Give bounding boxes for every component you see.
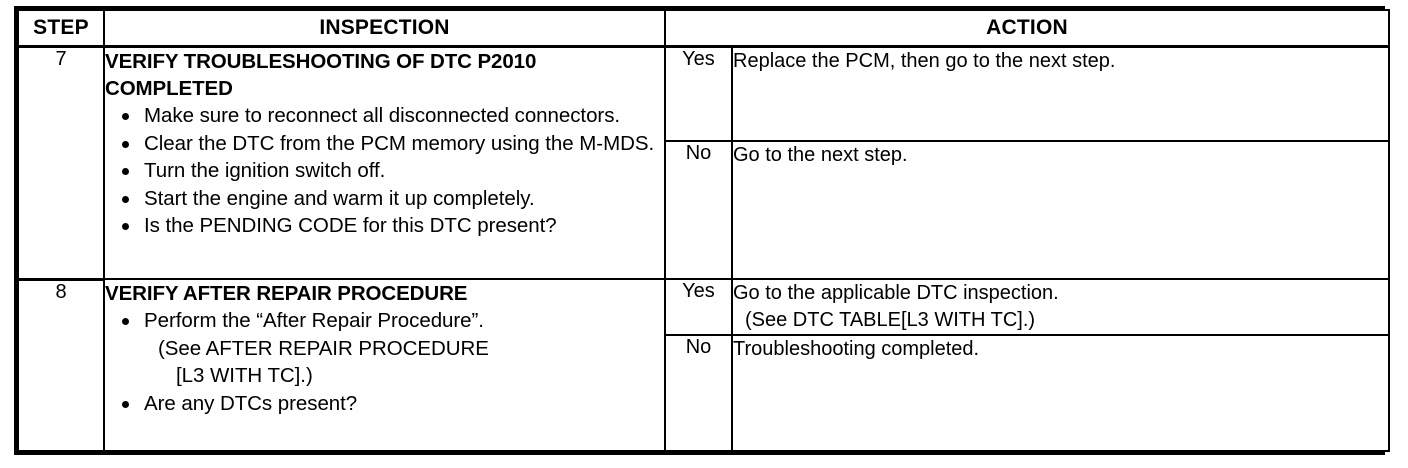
table-header-row: STEP INSPECTION ACTION [17, 9, 1391, 48]
step-number-7: 7 [17, 45, 105, 281]
action-cell-step-7-no: Go to the next step. [730, 139, 1391, 281]
list-item: Make sure to reconnect all disconnected … [105, 102, 664, 130]
bullet-dot-icon [122, 168, 129, 175]
inspection-bullet-list-step-7: Make sure to reconnect all disconnected … [105, 102, 664, 240]
inspection-title-line1: VERIFY TROUBLESHOOTING OF DTC P2010 [105, 50, 537, 73]
list-item: Start the engine and warm it up complete… [105, 185, 664, 213]
bullet-text: Clear the DTC from the PCM memory using … [144, 131, 655, 155]
bullet-text: Turn the ignition switch off. [144, 159, 386, 182]
inspection-cell-step-7: VERIFY TROUBLESHOOTING OF DTC P2010 COMP… [103, 45, 666, 281]
list-item: Are any DTCs present? [105, 390, 664, 418]
action-text-secondary: (See DTC TABLE[L3 WITH TC].) [745, 309, 1036, 332]
inspection-title-line2: COMPLETED [105, 77, 233, 100]
column-header-step: STEP [17, 9, 105, 48]
action-text: Go to the next step. [733, 144, 908, 166]
step-number-8: 8 [17, 277, 105, 452]
bullet-sub-text-2: [L3 WITH TC].) [176, 364, 313, 388]
action-cell-step-8-yes: Go to the applicable DTC inspection. (Se… [730, 278, 1391, 337]
bullet-sub-text-1: (See AFTER REPAIR PROCEDURE [158, 336, 489, 360]
action-cell-step-8-no: Troubleshooting completed. [730, 334, 1391, 452]
table-row-step-8-no: No Troubleshooting completed. [18, 334, 1391, 452]
answer-label-no: No [664, 139, 733, 281]
column-header-action: ACTION [663, 9, 1391, 48]
table-row-step-7-no: No Go to the next step. [18, 139, 1391, 281]
inspection-bullet-list-step-8: Perform the “After Repair Procedure”. (S… [105, 307, 664, 417]
action-text: Replace the PCM, then go to the next ste… [733, 50, 1116, 72]
answer-label-no: No [664, 334, 733, 452]
diagnostic-table-sheet: STEP INSPECTION ACTION 7 VERIFY TROUBLES… [14, 6, 1391, 455]
table-row-step-7-yes: 7 VERIFY TROUBLESHOOTING OF DTC P2010 CO… [17, 45, 1391, 281]
bullet-text: Perform the “After Repair Procedure”. [144, 309, 484, 333]
bullet-text: Are any DTCs present? [144, 391, 358, 415]
list-item: Perform the “After Repair Procedure”. (S… [105, 307, 664, 390]
action-text: Go to the applicable DTC inspection. [733, 282, 1059, 305]
bullet-dot-icon [122, 400, 129, 408]
table-row-step-8-yes: 8 VERIFY AFTER REPAIR PROCEDURE Perform … [17, 277, 1391, 452]
answer-label-yes: Yes [664, 45, 733, 142]
list-item: Is the PENDING CODE for this DTC present… [105, 212, 664, 240]
bullet-text: Make sure to reconnect all disconnected … [144, 104, 621, 127]
bullet-dot-icon [122, 113, 129, 120]
bullet-dot-icon [122, 140, 129, 148]
answer-label-yes: Yes [664, 278, 733, 337]
list-item: Clear the DTC from the PCM memory using … [105, 130, 664, 158]
inspection-title-line1: VERIFY AFTER REPAIR PROCEDURE [105, 282, 468, 306]
bullet-dot-icon [122, 195, 129, 203]
bullet-text: Start the engine and warm it up complete… [144, 186, 535, 210]
bullet-text: Is the PENDING CODE for this DTC present… [144, 214, 557, 237]
inspection-cell-step-8: VERIFY AFTER REPAIR PROCEDURE Perform th… [103, 278, 666, 452]
diagnostic-table: STEP INSPECTION ACTION 7 VERIFY TROUBLES… [17, 9, 1391, 452]
action-text: Troubleshooting completed. [733, 338, 980, 361]
action-cell-step-7-yes: Replace the PCM, then go to the next ste… [730, 45, 1391, 142]
bullet-dot-icon [122, 318, 129, 326]
bullet-dot-icon [122, 223, 129, 230]
list-item: Turn the ignition switch off. [105, 157, 664, 185]
column-header-inspection: INSPECTION [103, 9, 666, 48]
